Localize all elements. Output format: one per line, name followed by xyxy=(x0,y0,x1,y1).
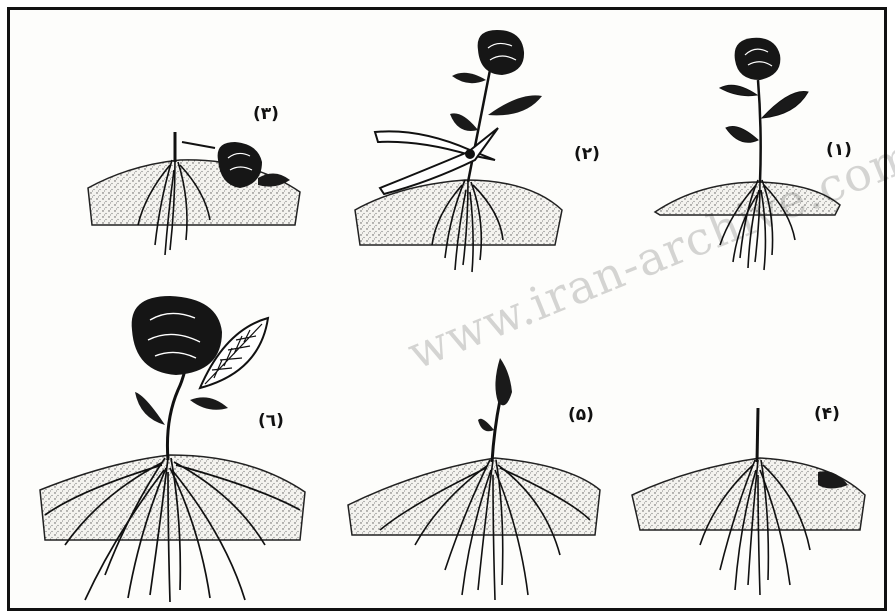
step-6-label: (٦) xyxy=(258,411,284,431)
shoot xyxy=(492,400,500,462)
rose-flower xyxy=(132,296,222,375)
step-6-plant xyxy=(40,296,305,602)
leaf xyxy=(450,113,478,131)
rose-flower xyxy=(478,30,524,75)
flower-bud xyxy=(495,358,512,405)
step-2-plant xyxy=(355,30,562,272)
step-5-label: (۵) xyxy=(568,405,594,425)
step-3-label: (۳) xyxy=(253,104,279,124)
leaf xyxy=(478,419,494,432)
leaf xyxy=(818,471,848,488)
leaf xyxy=(135,392,165,425)
leaf xyxy=(488,95,542,115)
leaf xyxy=(190,397,228,409)
stem xyxy=(758,80,761,182)
leaf xyxy=(720,85,757,95)
cut-stem xyxy=(182,142,215,148)
rose-flower xyxy=(218,142,290,188)
shoot xyxy=(757,408,758,462)
step-4-label: (۴) xyxy=(814,404,840,424)
soil-mound xyxy=(88,160,300,225)
leaf xyxy=(762,92,808,118)
step-5-plant xyxy=(348,358,600,600)
leaf xyxy=(452,73,486,83)
step-2-label: (۲) xyxy=(574,144,600,164)
leaf xyxy=(726,127,758,143)
rose-flower xyxy=(735,38,781,80)
step-3-plant xyxy=(88,132,300,255)
step-4-plant xyxy=(632,408,865,595)
soil-mound xyxy=(348,458,600,535)
